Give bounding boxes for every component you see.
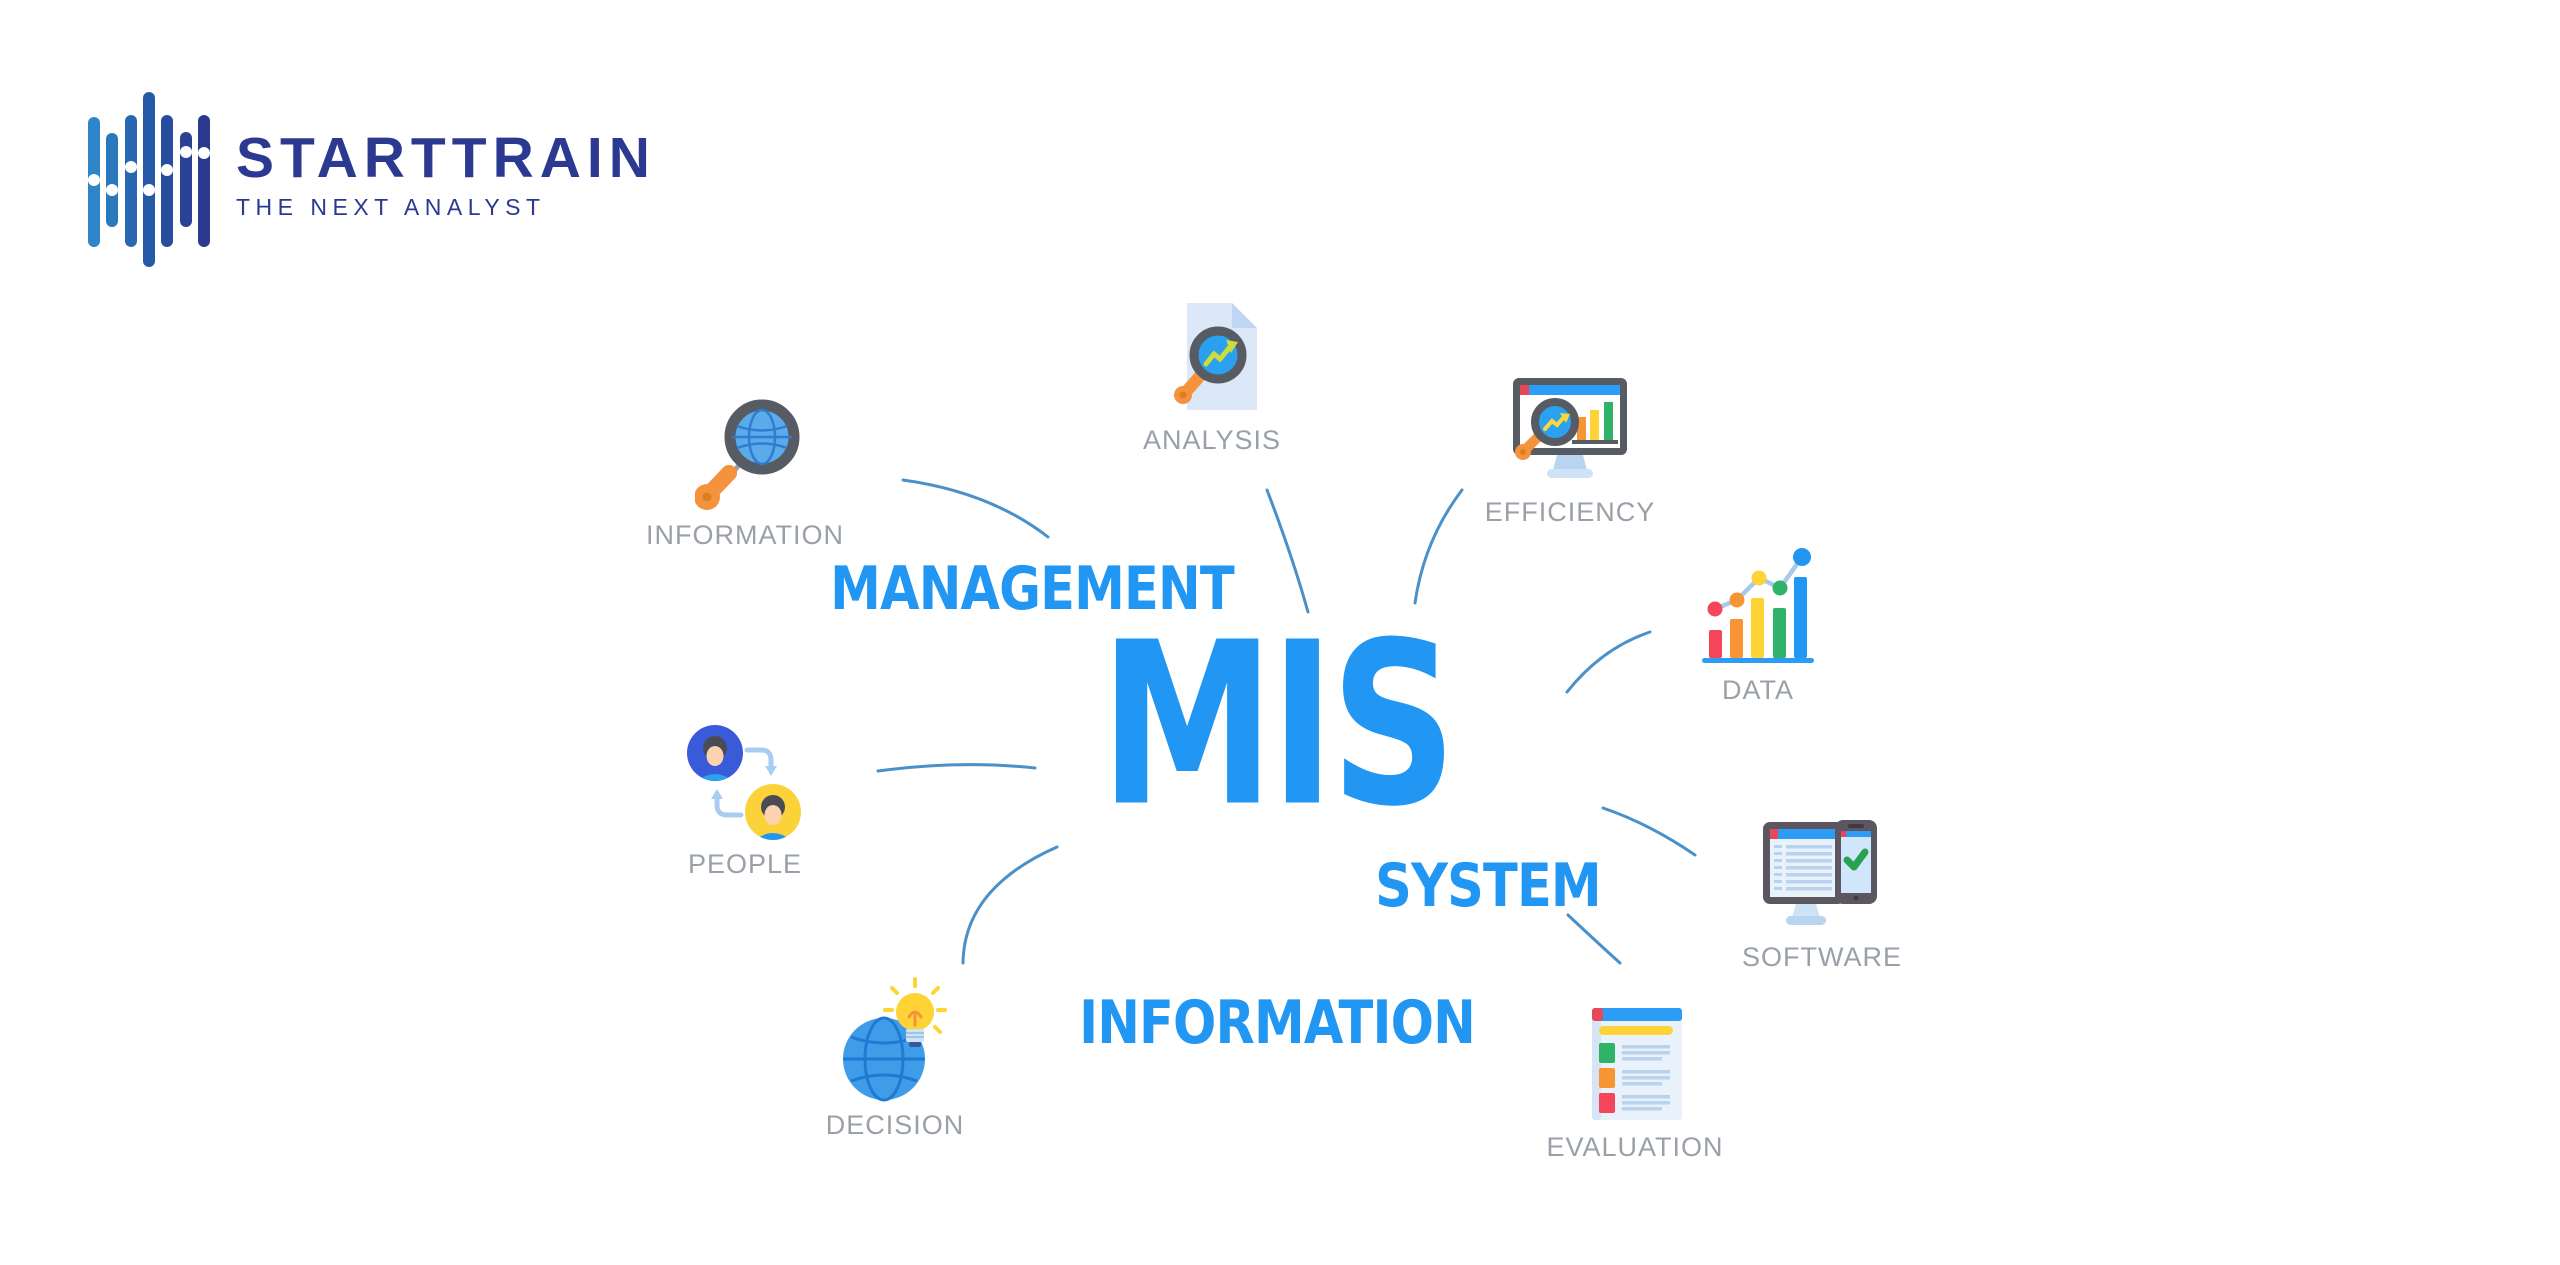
connector-people-node [876, 763, 1037, 773]
connector-data-node [1565, 630, 1652, 694]
magnifier-globe-icon [695, 399, 800, 510]
logo-text-block: STARTTRAIN THE NEXT ANALYST [236, 128, 656, 221]
monitor-chart-magnifier-icon [1513, 378, 1627, 478]
node-label-people: PEOPLE [687, 849, 803, 879]
globe-lightbulb-icon [843, 977, 947, 1102]
bar-chart-trend-icon [1702, 548, 1814, 663]
node-label-decision: DECISION [825, 1110, 965, 1140]
node-label-software: SOFTWARE [1742, 942, 1902, 972]
connector-evaluation-node [1566, 913, 1622, 965]
node-label-information: INFORMATION [646, 520, 844, 550]
checklist-document-icon [1592, 1008, 1682, 1120]
node-label-analysis: ANALYSIS [1142, 425, 1282, 455]
brand-name: STARTTRAIN [236, 126, 656, 190]
users-cycle-icon [687, 725, 801, 840]
keyword-system: SYSTEM [1375, 851, 1602, 921]
document-magnifier-icon [1174, 303, 1257, 410]
node-label-data: DATA [1721, 675, 1795, 705]
monitor-phone-check-icon [1763, 820, 1877, 925]
connector-decision-node [961, 845, 1059, 965]
brand-tagline: THE NEXT ANALYST [236, 194, 546, 220]
node-label-evaluation: EVALUATION [1546, 1132, 1724, 1162]
center-title: MIS [1099, 594, 1457, 857]
keyword-information: INFORMATION [1079, 988, 1476, 1058]
starttrain-logo-icon [88, 92, 210, 267]
connector-analysis-node [1265, 488, 1310, 614]
connector-information-node [901, 478, 1050, 539]
node-label-efficiency: EFFICIENCY [1484, 497, 1656, 527]
keyword-management: MANAGEMENT [830, 554, 1234, 624]
connector-efficiency-node [1413, 488, 1464, 605]
connector-software-node [1601, 806, 1697, 857]
